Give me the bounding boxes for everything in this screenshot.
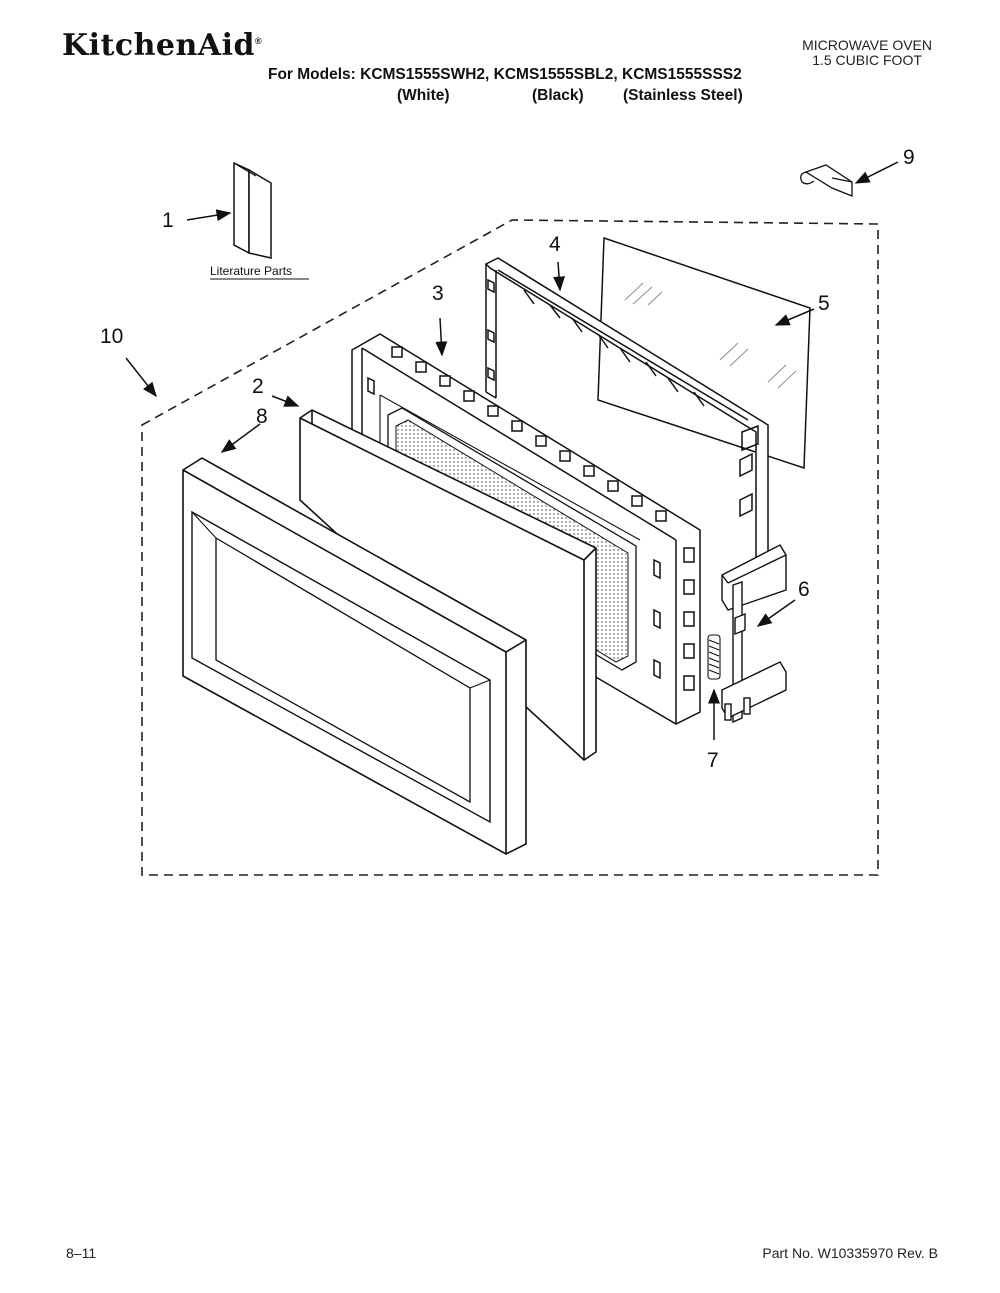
part-number: Part No. W10335970 Rev. B (762, 1245, 938, 1261)
callout-8: 8 (256, 405, 268, 428)
product-type: MICROWAVE OVEN (802, 37, 932, 53)
leader-8 (220, 423, 261, 453)
leader-4 (553, 261, 566, 292)
leader-9 (854, 161, 899, 184)
callout-2: 2 (252, 375, 264, 398)
callout-5: 5 (818, 292, 830, 315)
leader-10 (125, 357, 157, 398)
brand-logo: KitchenAid® (62, 28, 262, 63)
models-line: For Models: KCMS1555SWH2, KCMS1555SBL2, … (268, 66, 742, 83)
callout-9: 9 (903, 146, 915, 169)
callout-3: 3 (432, 282, 444, 305)
outer-door-frame (182, 457, 527, 855)
callout-7: 7 (707, 749, 719, 772)
variant-black: (Black) (532, 87, 584, 104)
callout-6: 6 (798, 578, 810, 601)
registered-mark: ® (254, 36, 263, 46)
page-number: 8–11 (66, 1245, 97, 1261)
literature-parts-label: Literature Parts (210, 264, 292, 278)
latch-spring (707, 634, 721, 680)
product-capacity: 1.5 CUBIC FOOT (812, 52, 922, 68)
leader-2 (271, 395, 300, 407)
door-glass-panel (597, 236, 811, 470)
variant-white: (White) (397, 87, 450, 104)
hinge-clip (800, 164, 853, 197)
literature-parts-booklet (233, 161, 272, 259)
leader-6 (756, 599, 796, 627)
variant-stainless: (Stainless Steel) (623, 87, 743, 104)
leader-1 (186, 209, 232, 222)
leader-5 (774, 308, 815, 326)
callout-1: 1 (162, 209, 174, 232)
brand-name: KitchenAid (62, 28, 255, 63)
callout-10: 10 (100, 325, 123, 348)
assembly-boundary (141, 219, 879, 876)
leader-3 (435, 317, 448, 357)
door-latch-hook (721, 544, 787, 724)
callout-4: 4 (549, 233, 561, 256)
product-description: MICROWAVE OVEN 1.5 CUBIC FOOT (802, 38, 932, 68)
leader-lines (125, 161, 899, 740)
